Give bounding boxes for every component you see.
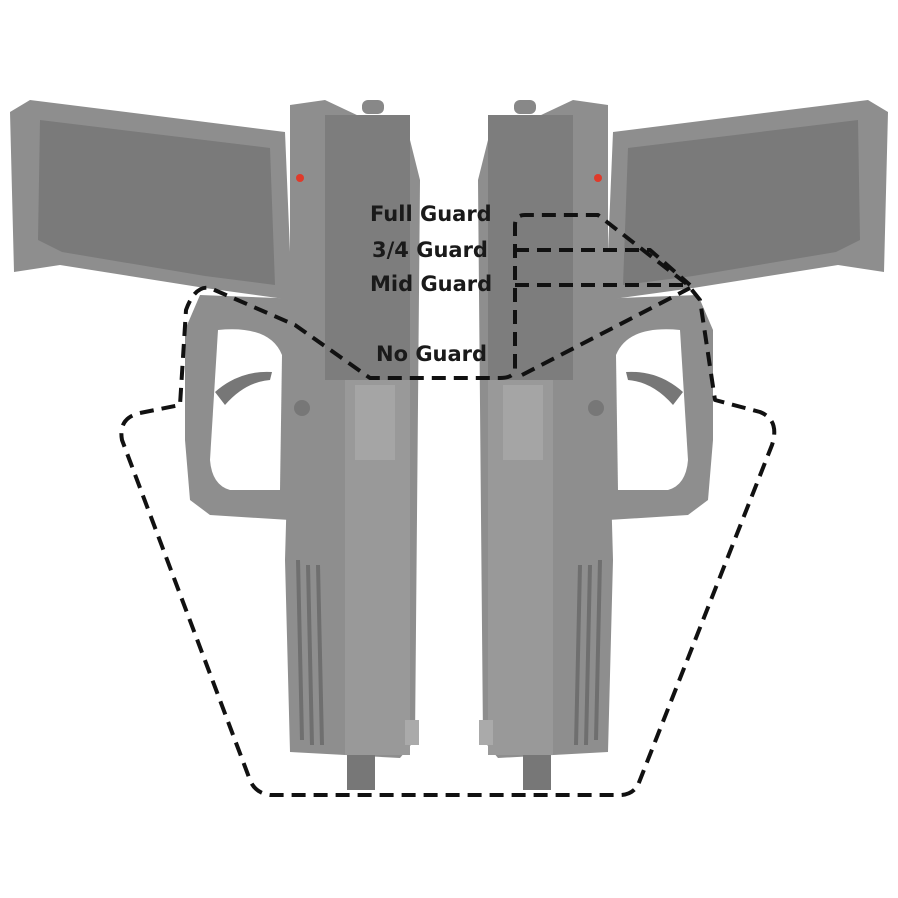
no-guard-line bbox=[521, 286, 691, 377]
label-mid-guard: Mid Guard bbox=[370, 272, 493, 296]
label-three-quarter-guard: 3/4 Guard bbox=[372, 238, 488, 262]
label-full-guard: Full Guard bbox=[370, 202, 492, 226]
pistol-right bbox=[476, 98, 890, 792]
full-guard-outline bbox=[119, 213, 777, 797]
three-quarter-guard-line bbox=[515, 248, 692, 287]
label-no-guard: No Guard bbox=[376, 342, 488, 366]
